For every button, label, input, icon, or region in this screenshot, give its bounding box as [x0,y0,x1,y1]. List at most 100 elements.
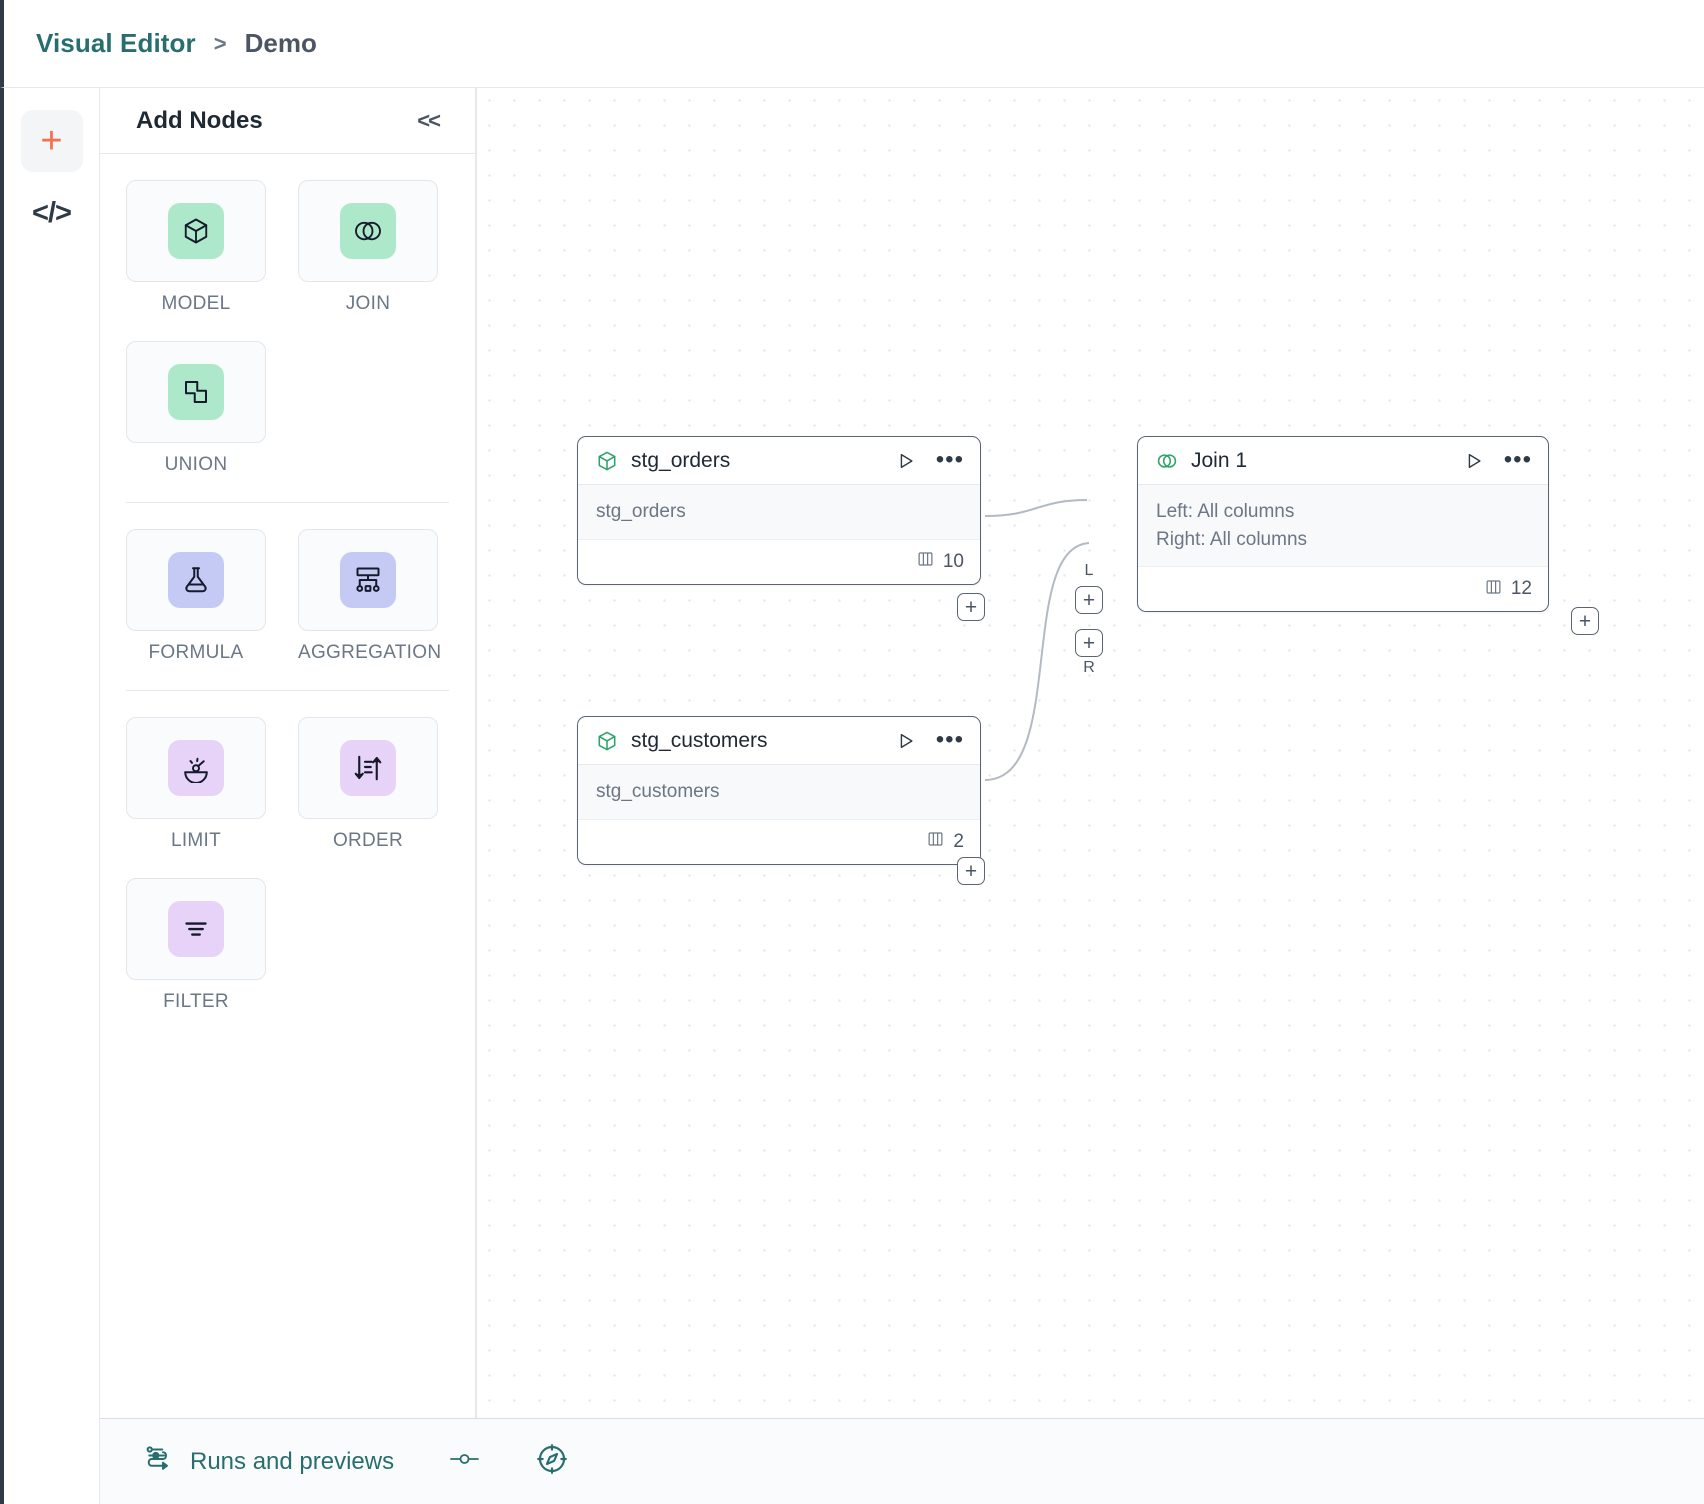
node-column-count: 2 [953,830,964,852]
left-icon-rail: + </> [0,88,100,1504]
runs-and-previews-button[interactable]: Runs and previews [144,1444,394,1479]
node-stg-customers[interactable]: stg_customers ••• stg_customers 2 [577,716,981,865]
columns-icon [1485,578,1502,601]
palette-group: LIMIT ORDER FILTER [126,717,449,1039]
node-stg-orders[interactable]: stg_orders ••• stg_orders 10 [577,436,981,585]
plus-icon: + [964,595,978,619]
palette-item-order[interactable]: ORDER [298,717,438,852]
venn-circles-icon [340,203,396,259]
add-node-button[interactable]: + [20,110,83,172]
node-join-1[interactable]: Join 1 ••• Left: All columns Right: All … [1137,436,1549,613]
columns-icon [917,550,934,573]
palette-divider [126,502,449,503]
breadcrumb-separator: > [213,30,227,56]
palette-group: FORMULA AGGREGATION [126,529,449,690]
code-brackets-icon: </> [32,196,72,229]
handle-join-output[interactable]: + [1571,607,1599,635]
flow-canvas[interactable]: stg_orders ••• stg_orders 10 + [476,88,1704,1504]
plus-icon: + [964,859,978,883]
handle-right-label: R [1083,659,1095,676]
ellipsis-icon[interactable]: ••• [935,726,964,754]
handle-orders-output[interactable]: + [957,593,985,621]
add-nodes-panel: Add Nodes << MODEL JOIN UNION FORMULA AGGREG… [100,88,476,1504]
palette-item-label: AGGREGATION [298,642,442,663]
node-palette: MODEL JOIN UNION FORMULA AGGREGATION LIMIT ORD… [100,154,475,1039]
node-title: stg_orders [631,448,731,472]
ellipsis-icon[interactable]: ••• [935,446,964,474]
handle-join-right-input[interactable]: + [1075,629,1103,657]
palette-tile[interactable] [298,717,438,819]
node-body-line-left: Left: All columns [1156,501,1295,522]
flow-run-icon [144,1444,174,1479]
breadcrumb-current: Demo [244,28,317,58]
node-body-line: stg_customers [596,781,720,802]
aggregation-tree-icon [340,552,396,608]
columns-icon [927,830,944,853]
node-column-count: 12 [1510,578,1532,600]
play-icon[interactable] [1464,451,1484,471]
node-header: stg_orders ••• [578,437,980,485]
flask-icon [168,552,224,608]
palette-group: MODEL JOIN UNION [126,180,449,502]
compass-button[interactable] [536,1443,568,1480]
palette-tile[interactable] [126,878,266,980]
palette-item-model[interactable]: MODEL [126,180,266,315]
union-shapes-icon [168,364,224,420]
palette-tile[interactable] [298,529,438,631]
palette-item-label: JOIN [345,293,391,314]
cube-icon [596,729,620,753]
palette-item-limit[interactable]: LIMIT [126,717,266,852]
play-icon[interactable] [896,451,916,471]
compass-icon [536,1443,568,1480]
palette-item-formula[interactable]: FORMULA [126,529,266,664]
filter-lines-icon [168,901,224,957]
handle-customers-output[interactable]: + [957,857,985,885]
plus-icon: + [1578,609,1592,633]
plus-icon: + [40,120,63,162]
plus-icon: + [1082,631,1096,655]
node-footer: 2 [578,819,980,864]
palette-item-union[interactable]: UNION [126,341,266,476]
palette-item-label: FORMULA [148,642,244,663]
gauge-icon [168,740,224,796]
node-header: stg_customers ••• [578,717,980,765]
palette-tile[interactable] [126,529,266,631]
palette-item-filter[interactable]: FILTER [126,878,266,1013]
collapse-panel-button[interactable]: << [417,107,441,133]
sort-arrows-icon [340,740,396,796]
palette-item-label: FILTER [163,991,229,1012]
node-title: Join 1 [1191,448,1248,472]
code-view-button[interactable]: </> [21,188,83,238]
venn-circles-icon [1156,449,1180,473]
node-footer: 10 [578,539,980,584]
palette-tile[interactable] [126,717,266,819]
node-body: stg_orders [578,485,980,540]
editor-shell: + </> Add Nodes << MODEL JOIN UNION FORMULA… [0,88,1704,1504]
play-icon[interactable] [896,731,916,751]
breadcrumb-bar: Visual Editor > Demo [0,0,1704,88]
cube-icon [168,203,224,259]
slider-toggle-button[interactable] [448,1449,482,1474]
runs-and-previews-label: Runs and previews [190,1447,395,1475]
palette-item-join[interactable]: JOIN [298,180,438,315]
node-body-line: stg_orders [596,501,686,522]
node-body: stg_customers [578,765,980,820]
node-body: Left: All columns Right: All columns [1138,485,1548,568]
bottom-toolbar: Runs and previews [100,1418,1704,1504]
palette-item-label: MODEL [161,293,231,314]
palette-divider [126,690,449,691]
palette-tile[interactable] [298,180,438,282]
breadcrumb-root-link[interactable]: Visual Editor [36,28,196,58]
node-header: Join 1 ••• [1138,437,1548,485]
ellipsis-icon[interactable]: ••• [1503,446,1532,474]
handle-join-left-input[interactable]: + [1075,586,1103,614]
node-column-count: 10 [942,550,964,572]
edge-orders-to-join-left [984,499,1088,517]
palette-item-aggregation[interactable]: AGGREGATION [298,529,442,664]
palette-item-label: UNION [164,454,228,475]
node-body-line-right: Right: All columns [1156,528,1308,550]
panel-title: Add Nodes [136,106,263,134]
palette-tile[interactable] [126,180,266,282]
palette-tile[interactable] [126,341,266,443]
palette-item-label: LIMIT [170,830,222,851]
